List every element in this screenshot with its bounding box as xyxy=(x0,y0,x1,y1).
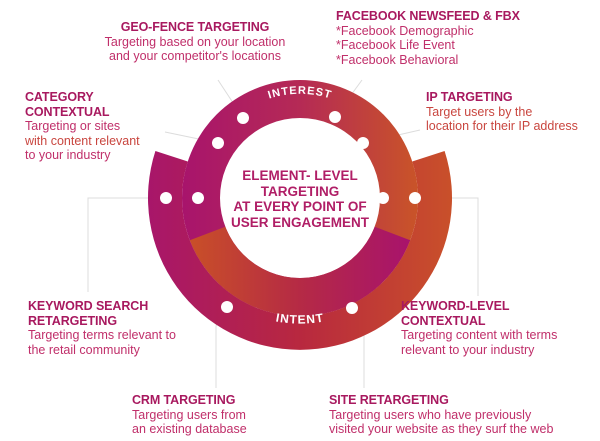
category-title: CATEGORY xyxy=(25,90,94,104)
category-desc: with content relevant xyxy=(25,133,140,148)
node-dot xyxy=(409,192,421,204)
keyword-search-block: KEYWORD SEARCH RETARGETING Targeting ter… xyxy=(28,299,176,357)
facebook-title: FACEBOOK NEWSFEED & FBX xyxy=(336,9,520,23)
site-title: SITE RETARGETING xyxy=(329,393,449,407)
site-block: SITE RETARGETING Targeting users who hav… xyxy=(329,393,553,437)
outer-ring xyxy=(147,151,452,350)
node-dot xyxy=(221,301,233,313)
ip-desc: location for their IP address xyxy=(426,119,578,133)
node-dot xyxy=(212,137,224,149)
category-desc: to your industry xyxy=(25,148,111,162)
facebook-block: FACEBOOK NEWSFEED & FBX *Facebook Demogr… xyxy=(336,9,520,67)
node-dot xyxy=(329,111,341,123)
node-dot xyxy=(377,192,389,204)
facebook-desc: *Facebook Life Event xyxy=(336,38,455,52)
center-title: ELEMENT- LEVEL TARGETING AT EVERY POINT … xyxy=(220,168,380,230)
center-line: TARGETING xyxy=(260,183,340,199)
crm-desc: an existing database xyxy=(132,422,247,436)
keyword-level-desc: relevant to your industry xyxy=(401,342,535,357)
geo-fence-block: GEO-FENCE TARGETING Targeting based on y… xyxy=(91,20,299,64)
connector-keyword-search xyxy=(87,197,165,292)
keyword-level-title: KEYWORD-LEVEL xyxy=(401,299,510,313)
ip-desc: Target users by the xyxy=(426,104,533,119)
node-dot xyxy=(357,137,369,149)
keyword-search-title: KEYWORD SEARCH xyxy=(28,299,149,313)
geo-fence-title: GEO-FENCE TARGETING xyxy=(120,20,270,34)
intent-band xyxy=(189,226,411,317)
crm-block: CRM TARGETING Targeting users from an ex… xyxy=(132,393,247,437)
node-dot xyxy=(346,302,358,314)
site-desc: visited your website as they surf the we… xyxy=(329,422,554,436)
geo-fence-desc: Targeting based on your location xyxy=(104,34,286,49)
category-desc: Targeting or sites xyxy=(25,119,121,133)
center-line: ELEMENT- LEVEL xyxy=(242,168,358,183)
facebook-desc: *Facebook Demographic xyxy=(336,23,474,38)
keyword-level-desc: Targeting content with terms xyxy=(401,328,558,342)
keyword-search-desc: Targeting terms relevant to xyxy=(28,328,176,342)
facebook-desc: *Facebook Behavioral xyxy=(336,52,459,67)
keyword-search-title: RETARGETING xyxy=(28,313,117,328)
geo-fence-desc: and your competitor's locations xyxy=(109,49,281,63)
keyword-level-title: CONTEXTUAL xyxy=(401,313,486,328)
center-line: AT EVERY POINT OF xyxy=(233,199,367,214)
node-dot xyxy=(237,112,249,124)
site-desc: Targeting users who have previously xyxy=(329,407,532,422)
keyword-search-desc: the retail community xyxy=(28,342,140,357)
crm-desc: Targeting users from xyxy=(132,407,246,422)
crm-title: CRM TARGETING xyxy=(132,393,236,407)
category-block: CATEGORY CONTEXTUAL Targeting or sites w… xyxy=(25,90,140,163)
keyword-level-block: KEYWORD-LEVEL CONTEXTUAL Targeting conte… xyxy=(401,299,557,357)
center-line: USER ENGAGEMENT xyxy=(230,214,369,230)
node-dot xyxy=(192,192,204,204)
intent-label: INTENT xyxy=(275,311,325,327)
category-title: CONTEXTUAL xyxy=(25,104,110,119)
node-dot xyxy=(160,192,172,204)
node-dots xyxy=(160,111,421,314)
ip-title: IP TARGETING xyxy=(426,90,513,104)
ip-block: IP TARGETING Target users by the locatio… xyxy=(426,90,578,134)
intent-label-text: INTENT xyxy=(275,311,324,327)
